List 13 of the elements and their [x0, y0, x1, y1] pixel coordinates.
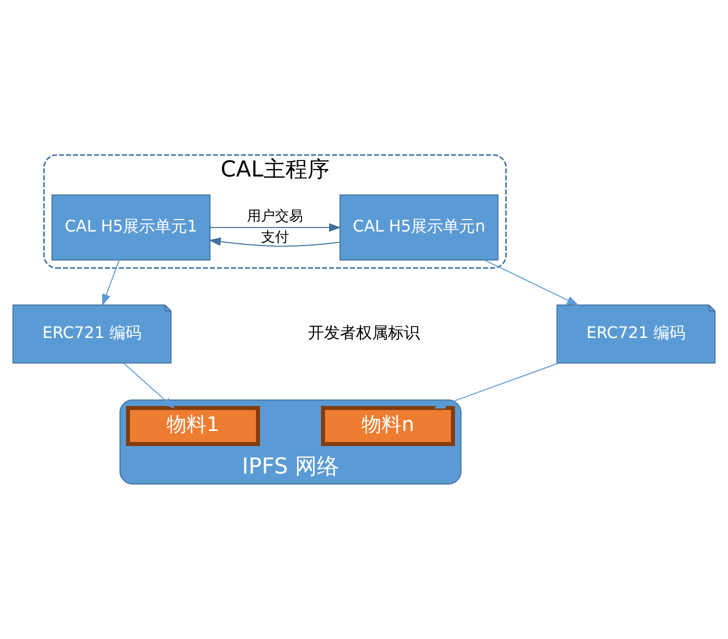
label: 开发者权属标识: [308, 322, 420, 342]
arrow: [484, 260, 579, 306]
arrow: [210, 223, 342, 232]
arrow: [102, 260, 120, 306]
arrow: [208, 237, 340, 247]
node-box: CAL H5展示单元n: [340, 194, 498, 260]
node-box: CAL H5展示单元1: [52, 194, 210, 260]
edge-label: 用户交易: [247, 208, 303, 225]
arrow: [123, 362, 175, 409]
arrow: [434, 362, 560, 408]
edge-label: 支付: [261, 230, 289, 246]
node-box: 物料n: [321, 406, 455, 446]
node-box: 物料1: [126, 406, 260, 446]
